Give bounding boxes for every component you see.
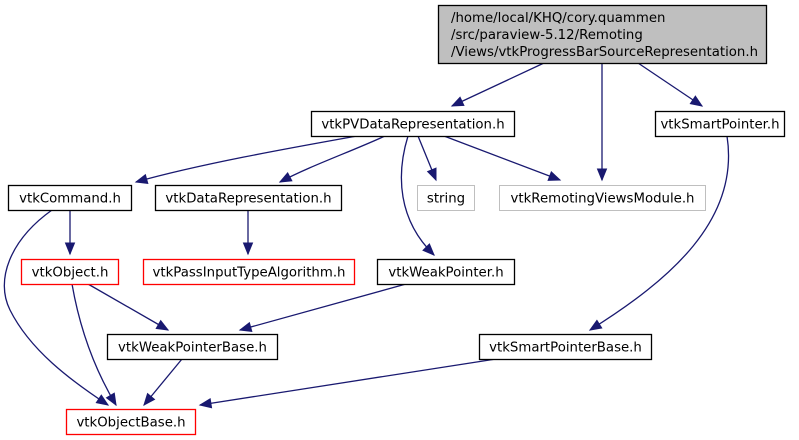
node-label: string [427, 192, 465, 207]
node-label: vtkPVDataRepresentation.h [321, 118, 504, 133]
node-weakptr[interactable]: vtkWeakPointer.h [376, 258, 516, 286]
node-string: string [417, 185, 475, 211]
node-box [154, 184, 343, 212]
arrowhead-icon [450, 96, 465, 107]
edges-layer [3, 62, 730, 409]
edge-line [199, 358, 497, 406]
node-command[interactable]: vtkCommand.h [7, 184, 133, 212]
node-smartptr[interactable]: vtkSmartPointer.h [654, 110, 786, 138]
node-label: vtkWeakPointerBase.h [118, 341, 267, 356]
node-box [7, 184, 133, 212]
node-label: vtkDataRepresentation.h [165, 192, 331, 207]
node-box [65, 408, 197, 436]
edge-root-to-pvdatarep [450, 62, 545, 107]
node-box [376, 258, 516, 286]
node-label: vtkObject.h [32, 266, 109, 281]
edge-object-to-objectbase [71, 283, 117, 407]
arrowhead-icon [198, 398, 213, 409]
node-root[interactable]: /home/local/KHQ/cory.quammen/src/paravie… [437, 4, 768, 65]
node-smartptrbase[interactable]: vtkSmartPointerBase.h [478, 333, 653, 361]
edge-line [400, 135, 435, 256]
node-box [417, 185, 475, 211]
arrowhead-icon [155, 319, 170, 331]
arrowhead-icon [64, 242, 76, 256]
arrowhead-icon [596, 168, 608, 182]
edge-line [279, 135, 386, 183]
edge-line [443, 135, 561, 181]
arrowhead-icon [95, 394, 110, 406]
node-label: vtkSmartPointer.h [660, 118, 779, 133]
edge-line [135, 135, 358, 183]
node-passinput[interactable]: vtkPassInputTypeAlgorithm.h [142, 258, 356, 286]
edge-weakptr-to-weakptrbase [238, 283, 407, 332]
arrowhead-icon [426, 167, 437, 182]
edge-command-to-object [64, 210, 76, 256]
edge-weakptrbase-to-objectbase [143, 358, 183, 407]
node-box [478, 333, 653, 361]
node-label: /Views/vtkProgressBarSourceRepresentatio… [451, 45, 758, 60]
edge-object-to-weakptrbase [87, 283, 170, 331]
arrowhead-icon [242, 242, 254, 256]
node-weakptrbase[interactable]: vtkWeakPointerBase.h [106, 333, 279, 361]
node-datarep[interactable]: vtkDataRepresentation.h [154, 184, 343, 212]
node-label: /src/paraview-5.12/Remoting [451, 28, 643, 43]
node-label: vtkObjectBase.h [76, 416, 185, 431]
edge-root-to-smartptr [637, 62, 704, 107]
edge-line [451, 62, 545, 107]
edge-line [239, 283, 407, 331]
arrowhead-icon [588, 319, 603, 331]
arrowhead-icon [422, 243, 435, 256]
node-box [310, 110, 516, 138]
arrowhead-icon [134, 173, 149, 184]
node-box [142, 258, 356, 286]
arrowhead-icon [278, 172, 293, 183]
edge-command-to-objectbase [3, 209, 110, 406]
node-box [654, 110, 786, 138]
edge-pvdatarep-to-datarep [278, 135, 386, 183]
node-pvdatarep[interactable]: vtkPVDataRepresentation.h [310, 110, 516, 138]
node-object[interactable]: vtkObject.h [20, 258, 120, 286]
node-label: vtkCommand.h [19, 192, 121, 207]
arrowhead-icon [238, 321, 253, 332]
nodes-layer: /home/local/KHQ/cory.quammen/src/paravie… [7, 4, 786, 436]
node-box [499, 185, 706, 211]
edge-line [71, 283, 117, 406]
arrowhead-icon [105, 392, 117, 407]
edge-smartptrbase-to-objectbase [198, 358, 497, 409]
arrowhead-icon [689, 95, 704, 107]
node-box [106, 333, 279, 361]
node-label: vtkSmartPointerBase.h [489, 341, 642, 356]
edge-pvdatarep-to-string [417, 135, 437, 182]
arrowhead-icon [547, 171, 562, 181]
edge-pvdatarep-to-module [443, 135, 562, 181]
edge-root-to-module [596, 63, 608, 182]
edge-line [87, 283, 169, 331]
edge-line [589, 135, 730, 331]
edge-pvdatarep-to-command [134, 135, 358, 184]
node-label: vtkPassInputTypeAlgorithm.h [153, 266, 346, 281]
edge-smartptr-to-smartptrbase [588, 135, 730, 331]
node-label: /home/local/KHQ/cory.quammen [451, 11, 665, 26]
edge-datarep-to-passinput [242, 210, 254, 256]
node-label: vtkRemotingViewsModule.h [511, 192, 695, 207]
edge-pvdatarep-to-weakptr [400, 135, 435, 256]
node-box [437, 4, 768, 65]
node-box [20, 258, 120, 286]
arrowhead-icon [143, 392, 156, 407]
edge-line [3, 209, 109, 406]
node-objectbase[interactable]: vtkObjectBase.h [65, 408, 197, 436]
edge-line [637, 62, 703, 107]
node-label: vtkWeakPointer.h [388, 266, 503, 281]
node-module: vtkRemotingViewsModule.h [499, 185, 706, 211]
